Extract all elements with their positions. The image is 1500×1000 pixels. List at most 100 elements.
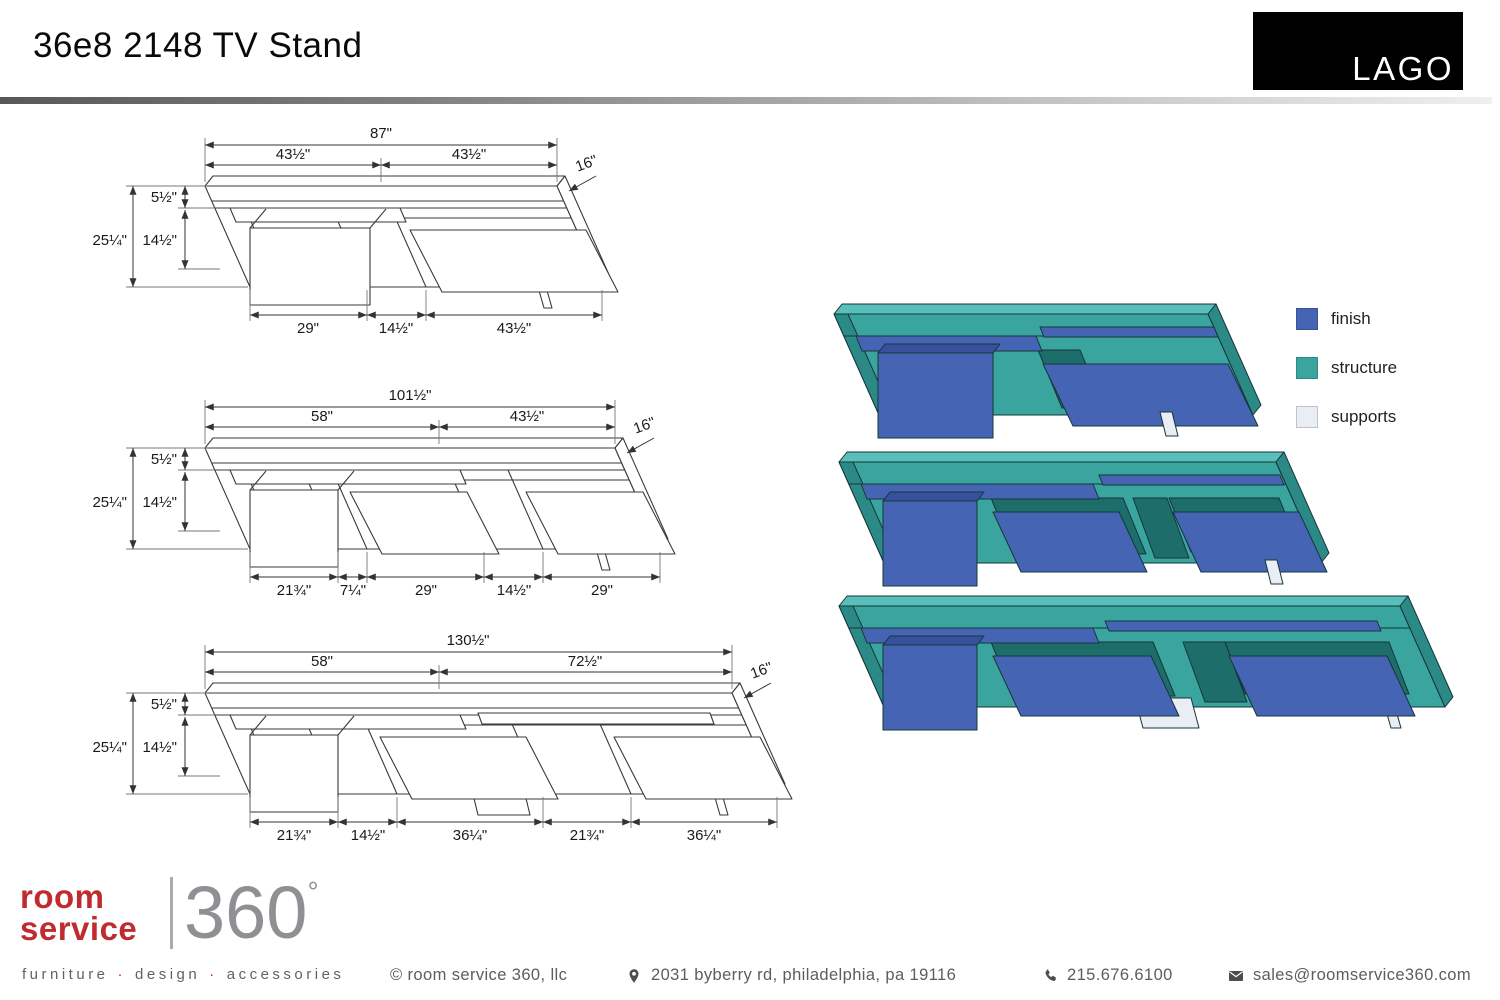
email-text: sales@roomservice360.com bbox=[1253, 966, 1472, 984]
dim-bottom-segment: 29" bbox=[591, 582, 613, 599]
render-finish bbox=[860, 474, 1328, 587]
logo-word-room: room bbox=[20, 877, 105, 915]
dim-bottom-segment: 14½" bbox=[351, 827, 386, 844]
dim-bottom-segment: 21¾" bbox=[277, 582, 312, 599]
dimension-lines bbox=[126, 400, 661, 583]
dim-height-inner: 14½" bbox=[142, 494, 177, 511]
legend-item-finish: finish bbox=[1296, 308, 1397, 330]
tagline-word: accessories bbox=[226, 966, 345, 983]
logo-word-service: service bbox=[20, 910, 138, 947]
tagline-word: furniture bbox=[22, 966, 109, 983]
dimension-drawing-87in: 87" 43½" 43½" 16" 5½" 14½" 25¼" 29" 14½"… bbox=[92, 125, 619, 337]
dim-bottom-segment: 29" bbox=[297, 320, 319, 337]
dim-bottom-segment: 14½" bbox=[497, 582, 532, 599]
envelope-icon bbox=[1229, 970, 1243, 981]
dimension-labels: 87" 43½" 43½" 16" 5½" 14½" 25¼" 29" 14½"… bbox=[92, 125, 599, 337]
color-render-130in bbox=[838, 595, 1454, 731]
dim-top-segment: 43½" bbox=[510, 408, 545, 425]
dimension-labels: 130½" 58" 72½" 16" 5½" 14½" 25¼" 21¾" 14… bbox=[92, 632, 774, 844]
dim-height-inner: 14½" bbox=[142, 232, 177, 249]
color-render-101in bbox=[838, 451, 1330, 587]
dimension-drawing-101in: 101½" 58" 43½" 16" 5½" 14½" 25¼" 21¾" 7¼… bbox=[92, 387, 676, 599]
dim-total-width: 130½" bbox=[447, 632, 490, 649]
dim-depth: 16" bbox=[573, 152, 600, 176]
dim-bottom-segment: 43½" bbox=[497, 320, 532, 337]
unit-linework bbox=[204, 437, 676, 571]
open-drawer bbox=[249, 227, 371, 306]
phone-icon bbox=[1045, 969, 1056, 981]
logo-360: 360 ° bbox=[184, 876, 319, 950]
dimension-drawing-130in: 130½" 58" 72½" 16" 5½" 14½" 25¼" 21¾" 14… bbox=[92, 632, 793, 844]
dimension-labels: 101½" 58" 43½" 16" 5½" 14½" 25¼" 21¾" 7¼… bbox=[92, 387, 657, 599]
legend-label: finish bbox=[1331, 309, 1371, 328]
tagline-word: design bbox=[135, 966, 201, 983]
copyright-text: © room service 360, llc bbox=[390, 966, 567, 985]
location-pin-icon bbox=[629, 968, 639, 983]
open-top-drawer bbox=[229, 207, 407, 223]
dim-bottom-segment: 7¼" bbox=[340, 582, 366, 599]
legend-label: structure bbox=[1331, 358, 1398, 377]
finish-swatch bbox=[1296, 308, 1318, 330]
dim-depth: 16" bbox=[631, 414, 658, 438]
dim-top-segment: 72½" bbox=[568, 653, 603, 670]
tagline-separator: · bbox=[209, 966, 218, 983]
dim-total-width: 87" bbox=[370, 125, 392, 142]
dim-height-top: 5½" bbox=[151, 189, 177, 206]
dim-bottom-segment: 29" bbox=[415, 582, 437, 599]
supports-swatch bbox=[1296, 406, 1318, 428]
dim-height-top: 5½" bbox=[151, 696, 177, 713]
phone-text: 215.676.6100 bbox=[1067, 966, 1173, 984]
address-item: 2031 byberry rd, philadelphia, pa 19116 bbox=[626, 966, 956, 985]
header-divider-rule bbox=[0, 97, 1492, 104]
legend-item-structure: structure bbox=[1296, 357, 1397, 379]
unit-linework bbox=[204, 682, 793, 816]
room-service-360-logo: room service 360 ° bbox=[20, 876, 319, 950]
color-legend: finish structure supports bbox=[1296, 308, 1397, 455]
phone-item: 215.676.6100 bbox=[1042, 966, 1173, 985]
dim-top-segment: 43½" bbox=[276, 146, 311, 163]
dim-bottom-segment: 21¾" bbox=[570, 827, 605, 844]
open-drawer bbox=[249, 489, 339, 568]
dim-bottom-segment: 21¾" bbox=[277, 827, 312, 844]
dim-total-width: 101½" bbox=[389, 387, 432, 404]
unit-linework bbox=[204, 175, 619, 309]
logo-degree-symbol: ° bbox=[307, 876, 319, 907]
open-top-drawer bbox=[229, 469, 467, 485]
lago-logo-text: LAGO bbox=[1352, 50, 1454, 87]
dim-height-total: 25¼" bbox=[92, 232, 127, 249]
dim-top-segment: 58" bbox=[311, 653, 333, 670]
logo-tagline: furniture · design · accessories bbox=[22, 966, 344, 983]
dim-bottom-segment: 14½" bbox=[379, 320, 414, 337]
render-finish bbox=[855, 326, 1259, 439]
dim-top-segment: 58" bbox=[311, 408, 333, 425]
render-supports bbox=[1264, 559, 1284, 585]
address-text: 2031 byberry rd, philadelphia, pa 19116 bbox=[651, 966, 957, 984]
open-top-drawer bbox=[477, 712, 715, 725]
render-finish bbox=[860, 620, 1416, 731]
logo-divider bbox=[170, 877, 173, 949]
open-flap-door bbox=[525, 491, 676, 555]
dim-bottom-segment: 36¼" bbox=[453, 827, 488, 844]
dimension-lines bbox=[126, 138, 603, 321]
render-supports bbox=[1159, 411, 1179, 437]
open-flap-door bbox=[349, 491, 500, 555]
legend-item-supports: supports bbox=[1296, 406, 1397, 428]
email-item: sales@roomservice360.com bbox=[1228, 966, 1471, 985]
tagline-separator: · bbox=[117, 966, 127, 983]
dimension-lines bbox=[126, 645, 778, 828]
color-render-87in bbox=[833, 303, 1262, 439]
structure-swatch bbox=[1296, 357, 1318, 379]
dim-height-inner: 14½" bbox=[142, 739, 177, 756]
open-flap-door bbox=[409, 229, 619, 293]
dim-depth: 16" bbox=[748, 659, 775, 683]
legend-label: supports bbox=[1331, 407, 1397, 426]
lago-logo: LAGO bbox=[1253, 12, 1463, 90]
logo-number: 360 bbox=[184, 871, 308, 954]
open-drawer bbox=[249, 734, 339, 813]
dim-height-top: 5½" bbox=[151, 451, 177, 468]
open-flap-door bbox=[613, 736, 793, 800]
logo-wordmark: room service bbox=[20, 877, 162, 947]
open-flap-door bbox=[379, 736, 559, 800]
dim-height-total: 25¼" bbox=[92, 494, 127, 511]
open-top-drawer bbox=[229, 714, 467, 730]
